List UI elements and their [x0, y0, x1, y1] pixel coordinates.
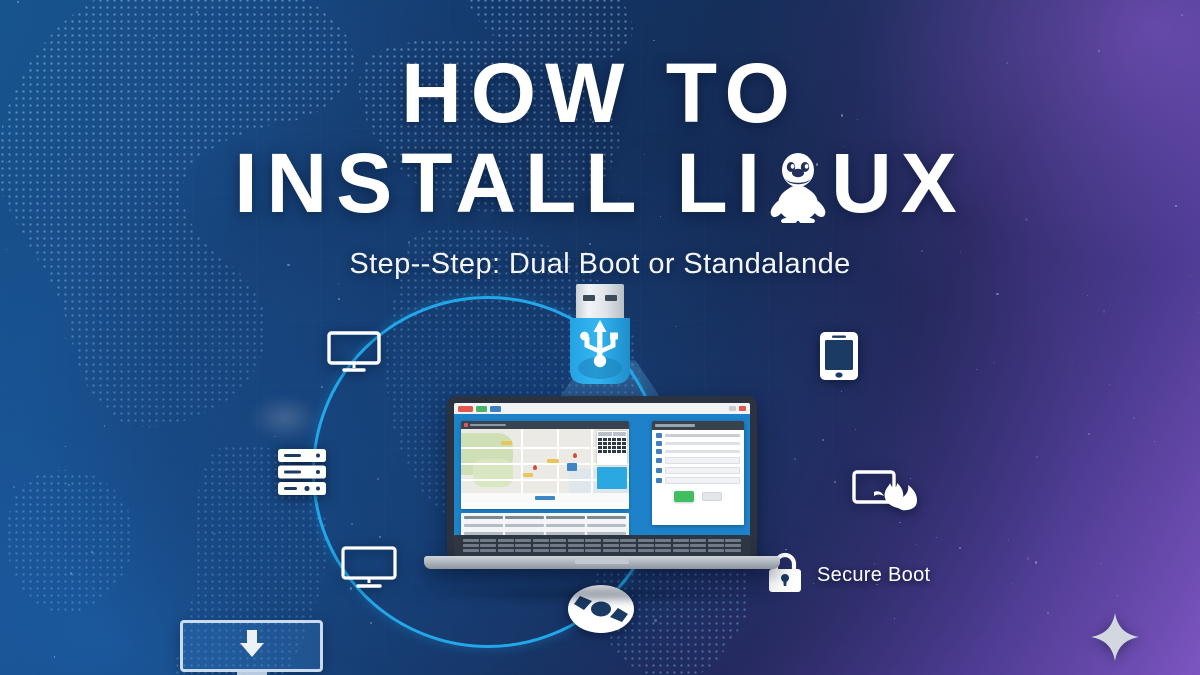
browser-tab[interactable] [490, 405, 501, 412]
laptop-base [424, 535, 780, 569]
map-panel-footer [461, 493, 629, 503]
map-label-chip [547, 459, 559, 463]
map-panel-title [470, 423, 506, 427]
map-road [461, 447, 629, 449]
field-icon [656, 458, 662, 463]
map-road [521, 429, 523, 493]
window-close-button[interactable] [739, 406, 746, 411]
browser-tab[interactable] [476, 405, 487, 412]
confirm-button[interactable] [674, 491, 694, 502]
form-field[interactable] [656, 467, 740, 474]
download-screen [180, 620, 323, 672]
map-label-chip [523, 473, 533, 477]
calendar-grid [597, 437, 627, 454]
title-segment-after: UX [831, 136, 966, 231]
map-panel[interactable] [461, 421, 629, 509]
map-road [461, 463, 629, 465]
field-icon [656, 468, 662, 473]
laptop-illustration [402, 396, 802, 604]
map-preview-tile[interactable] [597, 467, 627, 489]
desktop-monitor-icon[interactable] [340, 545, 398, 595]
calendar-widget[interactable] [597, 431, 627, 465]
app-workspace [454, 414, 750, 547]
map-label-chip [501, 441, 512, 445]
map-pin-icon[interactable] [533, 465, 537, 470]
laptop-lid [447, 396, 757, 556]
laptop-shadow [402, 584, 802, 604]
map-panel-header [461, 421, 629, 429]
form-row [656, 441, 740, 446]
page-subtitle: Step--Step: Dual Boot or Standalande [349, 248, 851, 281]
form-dialog-panel[interactable] [652, 421, 744, 525]
map-road [591, 429, 593, 493]
laptop-keyboard [454, 535, 750, 556]
map-road [461, 479, 629, 481]
page-title-line1: HOW TO [401, 46, 799, 140]
headline-block: HOW TO INSTALL LI [0, 0, 1200, 281]
row-icon [656, 433, 662, 438]
dialog-body [652, 430, 744, 505]
laptop-screen [454, 403, 750, 547]
field-icon [656, 478, 662, 483]
browser-tab[interactable] [458, 405, 473, 412]
browser-title-bar [454, 403, 750, 414]
four-point-star-icon [1090, 612, 1140, 667]
form-row [656, 449, 740, 454]
monitor-stand [236, 672, 267, 675]
map-canvas[interactable] [461, 429, 629, 493]
download-monitor-card[interactable] [180, 620, 323, 675]
laptop-trackpad [575, 559, 629, 564]
linux-penguin-icon [763, 140, 833, 226]
dialog-actions [656, 487, 740, 502]
map-marker-icon [464, 423, 468, 427]
window-minimize-button[interactable] [729, 406, 736, 411]
form-row [656, 433, 740, 438]
form-field[interactable] [656, 457, 740, 464]
calendar-header [597, 431, 627, 437]
secure-boot-label: Secure Boot [817, 564, 931, 586]
title-segment-before: INSTALL LI [234, 136, 770, 231]
cancel-button[interactable] [702, 492, 722, 501]
download-arrow-icon [235, 627, 269, 666]
row-icon [656, 449, 662, 454]
form-field[interactable] [656, 477, 740, 484]
server-rack-icon[interactable] [276, 447, 328, 502]
tablet-device-icon[interactable] [818, 330, 860, 387]
desktop-monitor-icon[interactable] [326, 330, 382, 379]
usb-flash-drive-icon[interactable] [556, 282, 644, 399]
dialog-title-bar [652, 421, 744, 430]
map-highlight-block [567, 463, 577, 471]
row-icon [656, 441, 662, 446]
keyboard-keys [463, 538, 741, 553]
page-title-line2: INSTALL LI [0, 140, 1200, 226]
map-pin-icon[interactable] [573, 453, 577, 458]
firewall-flame-icon[interactable] [852, 466, 924, 519]
